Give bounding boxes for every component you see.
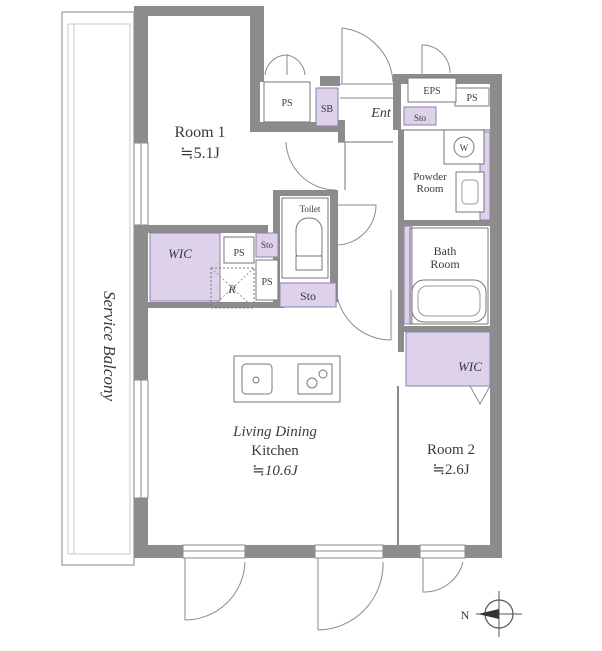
room2-label: Room 2 bbox=[427, 442, 475, 458]
ldk-size: ≒10.6J bbox=[252, 463, 299, 479]
windows-left bbox=[133, 142, 149, 499]
ldk-label-2: Kitchen bbox=[251, 443, 299, 459]
bottom-openings bbox=[182, 544, 466, 631]
sto-label-2: Sto bbox=[300, 289, 316, 303]
powder-label-2: Room bbox=[417, 183, 444, 195]
room1-label: Room 1 bbox=[174, 124, 225, 141]
bath-fixture bbox=[409, 227, 489, 325]
storage-areas bbox=[149, 87, 491, 387]
toilet-label: Toilet bbox=[300, 204, 321, 214]
balcony-label: Service Balcony bbox=[100, 291, 119, 401]
refrigerator-label: R bbox=[227, 282, 236, 296]
washer-label: W bbox=[460, 143, 469, 153]
entrance-label: Ent bbox=[370, 106, 392, 121]
ldk-label-1: Living Dining bbox=[232, 424, 317, 440]
bath-label-1: Bath bbox=[434, 244, 457, 258]
wic-label-2: WIC bbox=[458, 359, 482, 374]
refrigerator-space bbox=[210, 267, 255, 309]
ps-label-4: PS bbox=[466, 93, 477, 104]
sb-label: SB bbox=[321, 104, 334, 115]
compass-icon bbox=[476, 591, 522, 637]
powder-fixtures bbox=[443, 129, 485, 213]
powder-label-1: Powder bbox=[413, 171, 447, 183]
bath-label-2: Room bbox=[430, 257, 460, 271]
ps-label-3: PS bbox=[261, 277, 272, 288]
room2-size: ≒2.6J bbox=[432, 462, 469, 478]
sto-label-1: Sto bbox=[261, 240, 274, 250]
compass-north-label: N bbox=[461, 608, 470, 622]
toilet-fixture bbox=[281, 197, 329, 279]
kitchen-island bbox=[233, 355, 341, 403]
sto-label-3: Sto bbox=[414, 113, 427, 123]
entrance-door bbox=[264, 27, 451, 341]
eps-label: EPS bbox=[423, 86, 440, 97]
service-balcony bbox=[61, 11, 135, 566]
ps-label-2: PS bbox=[233, 248, 244, 259]
room1-size: ≒5.1J bbox=[180, 145, 220, 162]
ps-label-1: PS bbox=[281, 98, 292, 109]
wic-label-1: WIC bbox=[168, 246, 192, 261]
